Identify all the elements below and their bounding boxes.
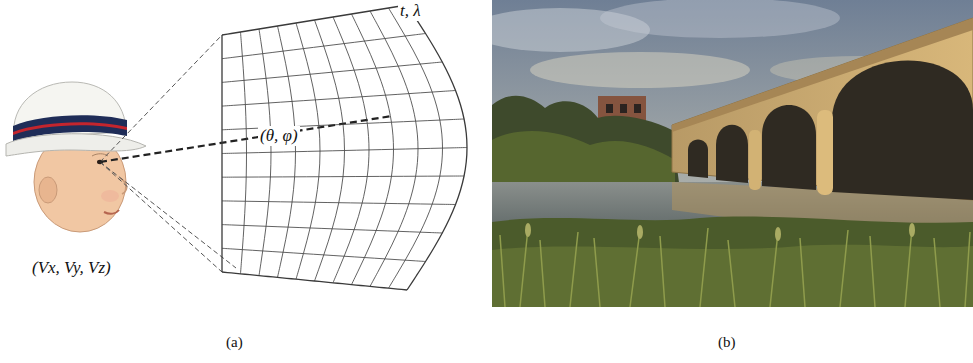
position-label: (Vx, Vy, Vz) <box>30 258 113 278</box>
panel-letter: (b) <box>718 334 736 351</box>
grass <box>492 216 973 307</box>
bridge-arch <box>688 140 708 179</box>
bridge-pier <box>749 130 761 190</box>
cloud <box>600 0 840 38</box>
hat-brim <box>6 134 146 156</box>
reeds <box>500 228 970 307</box>
angle-label: (θ, φ) <box>258 126 300 146</box>
mouth <box>104 210 119 214</box>
ear <box>39 177 57 203</box>
bridge-arch <box>762 105 816 190</box>
reed-head <box>909 223 915 237</box>
grid-line <box>222 91 456 107</box>
bridge <box>672 18 973 200</box>
time-wavelength-label: t, λ <box>398 1 423 21</box>
grid-line <box>222 201 456 205</box>
window <box>634 104 641 113</box>
ray-line <box>100 162 236 268</box>
view-sphere-grid <box>222 5 467 290</box>
reed-heads <box>525 223 915 241</box>
window <box>606 104 613 113</box>
bridge-pier <box>817 110 833 195</box>
grid-line <box>222 62 442 82</box>
cheek <box>101 190 119 202</box>
bridge-photo <box>492 0 973 307</box>
grid-line <box>222 248 426 261</box>
window <box>620 104 627 113</box>
grid-line <box>222 148 467 154</box>
grid-line <box>222 272 407 290</box>
panel-letter: (a) <box>226 334 243 351</box>
hat-stripe <box>13 122 127 135</box>
reed-head <box>525 223 531 237</box>
grid-line <box>222 5 407 35</box>
cloud <box>530 52 750 88</box>
reed-head <box>637 225 643 239</box>
grid-line <box>222 34 426 59</box>
bridge-arch <box>716 125 748 183</box>
reed-head <box>775 227 781 241</box>
grid-line <box>222 225 442 233</box>
grid-line <box>222 176 464 177</box>
bridge-arch <box>832 60 973 200</box>
ray-line <box>100 162 222 272</box>
ray-line <box>100 35 222 162</box>
reed-stems <box>500 228 970 307</box>
